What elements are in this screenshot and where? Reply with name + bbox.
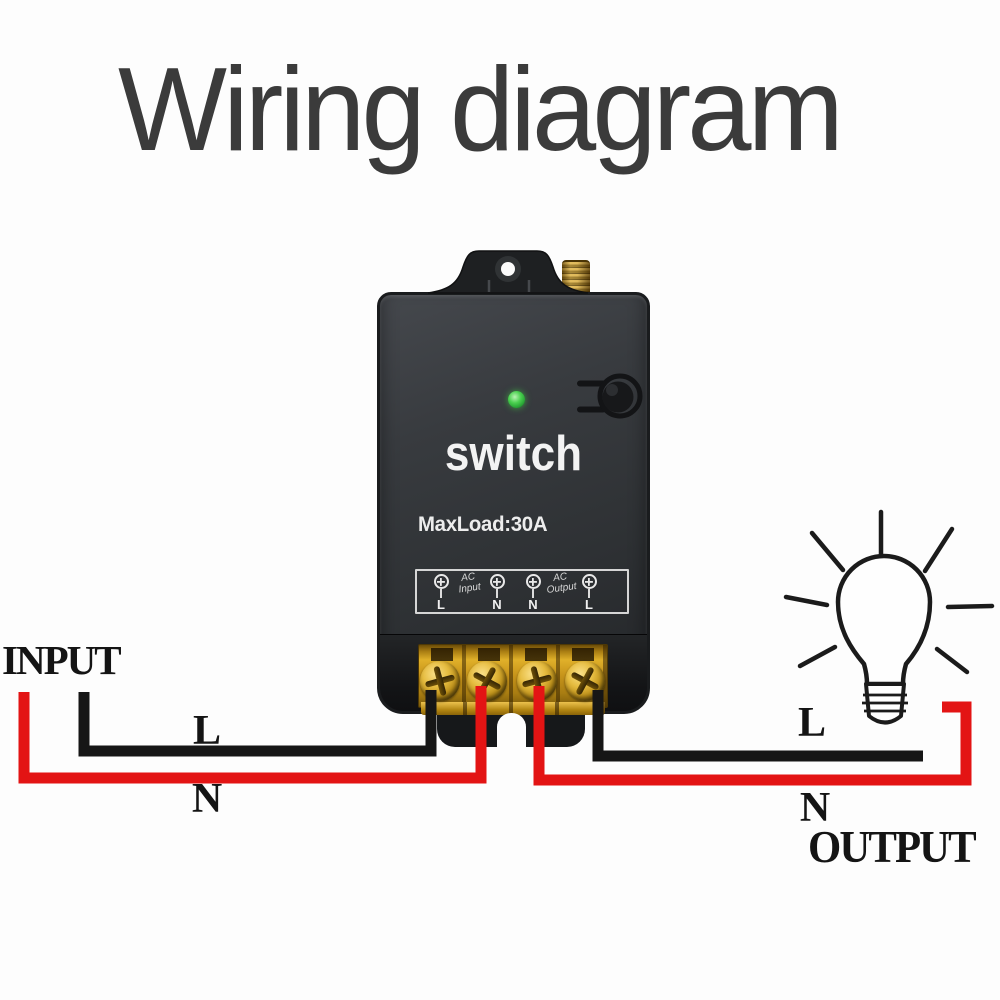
legend-stem — [588, 589, 590, 598]
terminal-letter-n1: N — [492, 597, 502, 612]
terminal-letter-n2: N — [528, 597, 538, 612]
max-load-label: MaxLoad:30A — [418, 513, 548, 536]
input-neutral-label: N — [191, 776, 223, 822]
output-neutral-label: N — [799, 785, 831, 831]
page-title: Wiring diagram — [118, 43, 844, 176]
wire-clamp-slots — [420, 648, 606, 661]
screw-icon — [489, 574, 505, 589]
antenna-connector-icon — [562, 260, 590, 296]
legend-stem — [532, 589, 534, 598]
status-led-icon — [508, 391, 525, 408]
input-label: INPUT — [2, 637, 122, 683]
screw-icon — [525, 574, 541, 589]
terminal-screw-2 — [467, 661, 507, 701]
terminal-letter-l2: L — [585, 597, 593, 612]
device-brand-label: switch — [444, 427, 583, 481]
output-label: OUTPUT — [808, 822, 977, 872]
light-bulb-icon — [835, 553, 933, 725]
screw-icon — [433, 574, 449, 589]
tab-notches — [487, 280, 531, 292]
legend-stem — [496, 589, 498, 598]
mounting-notch — [497, 713, 526, 747]
terminal-screw-3 — [517, 661, 557, 701]
terminal-screw-1 — [420, 661, 460, 701]
input-live-label: L — [192, 708, 221, 754]
light-rays-icon — [783, 509, 995, 675]
terminal-letter-l1: L — [437, 597, 445, 612]
terminal-screw-4 — [565, 661, 605, 701]
legend-stem — [440, 589, 442, 598]
mounting-hole-ring — [495, 256, 521, 282]
mounting-hole-icon — [501, 262, 515, 276]
output-live-label: L — [797, 700, 826, 746]
screw-icon — [581, 574, 597, 589]
